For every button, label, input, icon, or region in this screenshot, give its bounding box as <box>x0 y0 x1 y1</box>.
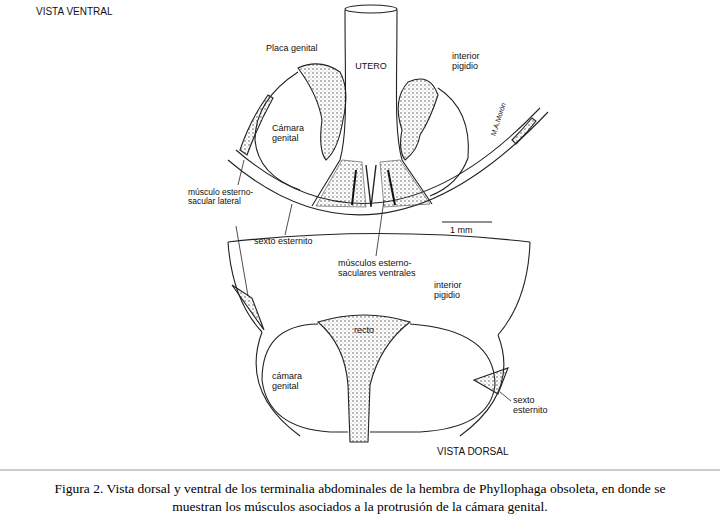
pygidium-outline <box>498 242 530 335</box>
scale-label: 1 mm <box>450 226 490 236</box>
leader-line <box>376 200 384 256</box>
leader-line <box>236 226 248 296</box>
part-name: UTERO <box>351 62 391 72</box>
view-title: VISTA DORSAL <box>437 446 547 457</box>
part-name: cámara genital <box>272 372 322 392</box>
genital-plate <box>298 64 346 160</box>
rectum <box>318 315 410 442</box>
ventral-muscle <box>316 160 366 207</box>
part-name: sexto esternito <box>254 237 344 247</box>
part-name: interior pigidio <box>452 52 496 72</box>
part-name: músculo esterno-sacular lateral <box>188 188 254 207</box>
ventral-muscle-band <box>352 170 395 205</box>
figure-caption: Figura 2. Vista dorsal y ventral de los … <box>40 480 680 515</box>
leader-line <box>500 392 511 401</box>
part-name: interior pigidio <box>434 281 480 301</box>
view-title: VISTA VENTRAL <box>36 6 146 17</box>
genital-plate <box>398 79 438 160</box>
leader-line <box>285 204 292 235</box>
ventral-muscle-slit <box>366 165 376 207</box>
pygidium-outline <box>430 88 468 196</box>
lateral-muscle <box>474 368 508 394</box>
lateral-muscle <box>240 95 273 155</box>
part-name: músculos esterno-saculares ventrales <box>338 259 428 279</box>
ventral-muscle <box>380 160 430 207</box>
leader-line <box>238 160 244 185</box>
uterus-opening <box>345 5 397 13</box>
part-name: Cámara genital <box>272 124 316 144</box>
lateral-muscle <box>512 118 536 144</box>
part-name: sexto esternito <box>513 396 563 416</box>
sternite-outline <box>228 112 548 215</box>
part-name: Placa genital <box>266 44 336 54</box>
lateral-muscle <box>232 285 264 330</box>
signature: M.A.Morón <box>490 87 513 137</box>
scale-bar <box>442 222 492 223</box>
caption-rule <box>0 470 720 471</box>
part-name: recto <box>346 326 382 336</box>
